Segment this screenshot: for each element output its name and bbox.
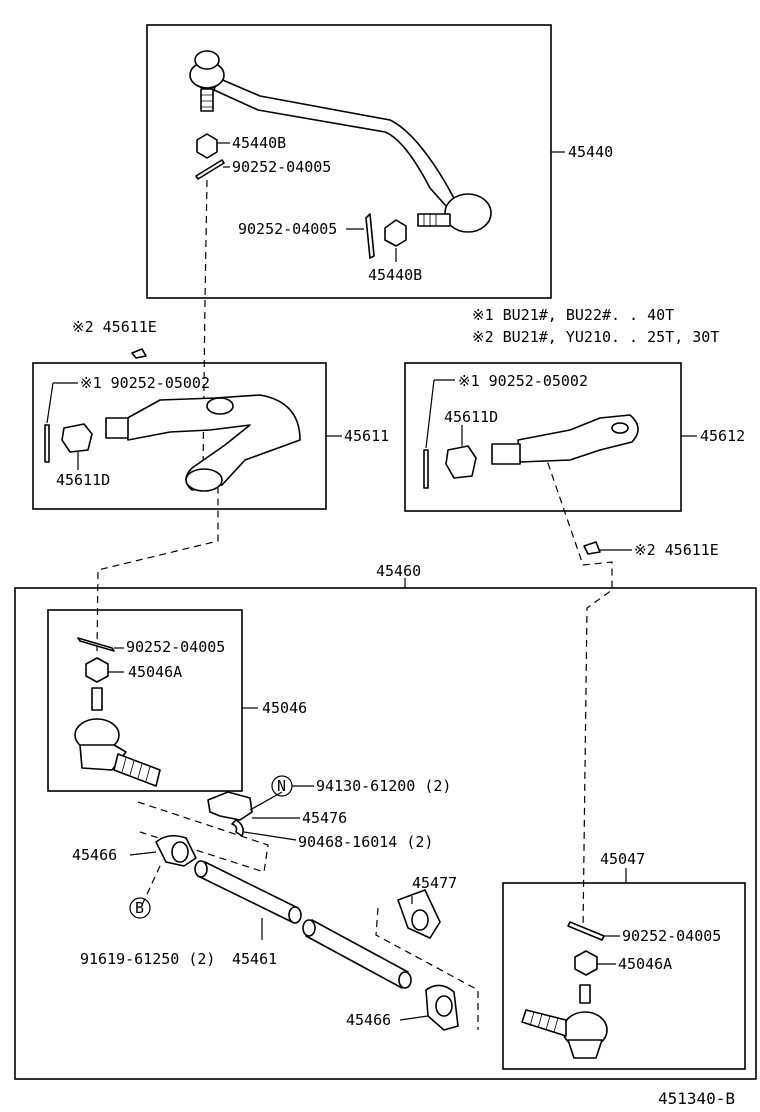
label-90252-04005-inner-left: 90252-04005 <box>126 638 225 656</box>
clip-45611e-right <box>583 541 601 555</box>
label-b-marker: B <box>135 899 144 917</box>
frame-45460 <box>14 587 757 1080</box>
diagram-id: 451340-B <box>658 1089 735 1108</box>
tie-rod-end-45047 <box>521 921 608 1059</box>
frame-45046 <box>47 609 243 792</box>
tube-lower <box>302 919 412 989</box>
frame-45612 <box>404 362 682 512</box>
label-45461: 45461 <box>232 950 277 968</box>
assembly-lines <box>96 179 613 1030</box>
label-90252-04005-top: 90252-04005 <box>232 158 331 176</box>
drag-link-45440 <box>189 50 492 233</box>
note-1: ※1 BU21#, BU22#. . 40T <box>472 306 674 324</box>
cotter-pin-mid <box>365 213 375 259</box>
label-94130-61200: 94130-61200 (2) <box>316 777 451 795</box>
label-45046: 45046 <box>262 699 307 717</box>
label-90468-16014: 90468-16014 (2) <box>298 833 433 851</box>
frame-45047 <box>502 882 746 1070</box>
tube-45461 <box>194 860 302 924</box>
nut-45440b-top <box>196 133 218 159</box>
label-45047: 45047 <box>600 850 645 868</box>
b-circle-marker <box>129 897 151 919</box>
label-45611e-right: ※2 45611E <box>634 541 719 559</box>
label-45440b-bottom: 45440B <box>368 266 422 284</box>
nut-45440b-bottom <box>384 219 407 247</box>
label-45477: 45477 <box>412 874 457 892</box>
label-45440b-top: 45440B <box>232 134 286 152</box>
cotter-pin-top <box>195 159 225 180</box>
note-2: ※2 BU21#, YU210. . 25T, 30T <box>472 328 719 346</box>
label-45046a-left: 45046A <box>128 663 182 681</box>
label-45466-upper: 45466 <box>72 846 117 864</box>
label-45611d-left: 45611D <box>56 471 110 489</box>
clamp-45466-lower <box>425 984 459 1031</box>
label-45611d-right: 45611D <box>444 408 498 426</box>
clamp-45477 <box>397 889 441 939</box>
label-45611: 45611 <box>344 427 389 445</box>
clip-45611e-left <box>131 348 147 359</box>
label-45476: 45476 <box>302 809 347 827</box>
bracket-45476 <box>207 791 253 837</box>
knuckle-arm-45612 <box>423 414 639 489</box>
frame-45440 <box>146 24 552 299</box>
label-45440: 45440 <box>568 143 613 161</box>
tie-rod-end-45046 <box>74 637 161 787</box>
label-45466-lower: 45466 <box>346 1011 391 1029</box>
label-n-marker: N <box>277 777 286 795</box>
label-45612: 45612 <box>700 427 745 445</box>
label-90252-04005-inner-right: 90252-04005 <box>622 927 721 945</box>
label-45046a-right: 45046A <box>618 955 672 973</box>
label-90252-05002-left: ※1 90252-05002 <box>80 374 210 392</box>
clamp-45466-upper <box>155 834 197 867</box>
knuckle-arm-45611 <box>44 394 301 492</box>
leader-lines <box>46 142 697 1021</box>
label-90252-05002-right: ※1 90252-05002 <box>458 372 588 390</box>
n-circle-marker <box>271 775 293 797</box>
label-45611e-left: ※2 45611E <box>72 318 157 336</box>
label-90252-04005-mid: 90252-04005 <box>238 220 337 238</box>
label-91619-61250: 91619-61250 (2) <box>80 950 215 968</box>
label-45460: 45460 <box>376 562 421 580</box>
